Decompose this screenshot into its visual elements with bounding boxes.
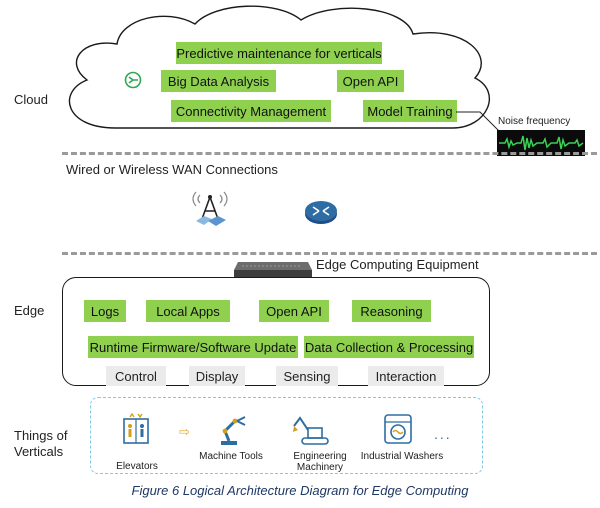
robot-arm-icon	[221, 416, 246, 445]
noise-frequency-label: Noise frequency	[498, 116, 571, 127]
things-container	[90, 397, 483, 474]
elevators-label: Elevators	[116, 461, 158, 472]
recycle-icon	[124, 71, 142, 89]
waveform-icon	[499, 135, 584, 151]
more-items-ellipsis: ...	[434, 426, 452, 442]
antenna-tower-icon	[192, 191, 228, 226]
edge-equipment-label: Edge Computing Equipment	[316, 257, 479, 272]
connectivity-management-box: Connectivity Management	[171, 100, 331, 122]
industrial-washers-label: Industrial Washers	[360, 451, 444, 462]
interaction-function: Interaction	[368, 366, 444, 386]
excavator-icon	[293, 416, 329, 445]
predictive-maintenance-box: Predictive maintenance for verticals	[176, 42, 382, 64]
elevator-icon	[123, 413, 149, 444]
wan-connections-label: Wired or Wireless WAN Connections	[66, 162, 278, 177]
sensing-function: Sensing	[276, 366, 338, 386]
connector-line	[456, 111, 505, 137]
washer-icon	[384, 414, 412, 444]
edge-open-api-box: Open API	[259, 300, 329, 322]
edge-device-icon	[234, 262, 312, 278]
runtime-update-box: Runtime Firmware/Software Update	[88, 336, 298, 358]
engineering-machinery-label: Engineering Machinery	[293, 451, 347, 473]
cloud-shape	[68, 5, 491, 129]
data-collection-box: Data Collection & Processing	[304, 336, 474, 358]
arrow-right-icon: ⇨	[179, 424, 190, 439]
local-apps-box: Local Apps	[146, 300, 230, 322]
figure-caption: Figure 6 Logical Architecture Diagram fo…	[131, 483, 469, 498]
cloud-wan-divider	[62, 152, 597, 155]
model-training-box: Model Training	[363, 100, 457, 122]
wan-edge-divider	[62, 252, 597, 255]
reasoning-box: Reasoning	[352, 300, 431, 322]
logs-box: Logs	[84, 300, 126, 322]
control-function: Control	[106, 366, 166, 386]
router-icon	[305, 201, 337, 224]
big-data-analysis-box: Big Data Analysis	[161, 70, 276, 92]
cloud-open-api-box: Open API	[337, 70, 404, 92]
display-function: Display	[189, 366, 245, 386]
noise-frequency-waveform	[497, 130, 585, 156]
cloud-layer-label: Cloud	[14, 92, 48, 107]
things-layer-label: Things of Verticals	[14, 428, 68, 459]
edge-layer-label: Edge	[14, 303, 45, 318]
machine-tools-label: Machine Tools	[199, 451, 263, 462]
